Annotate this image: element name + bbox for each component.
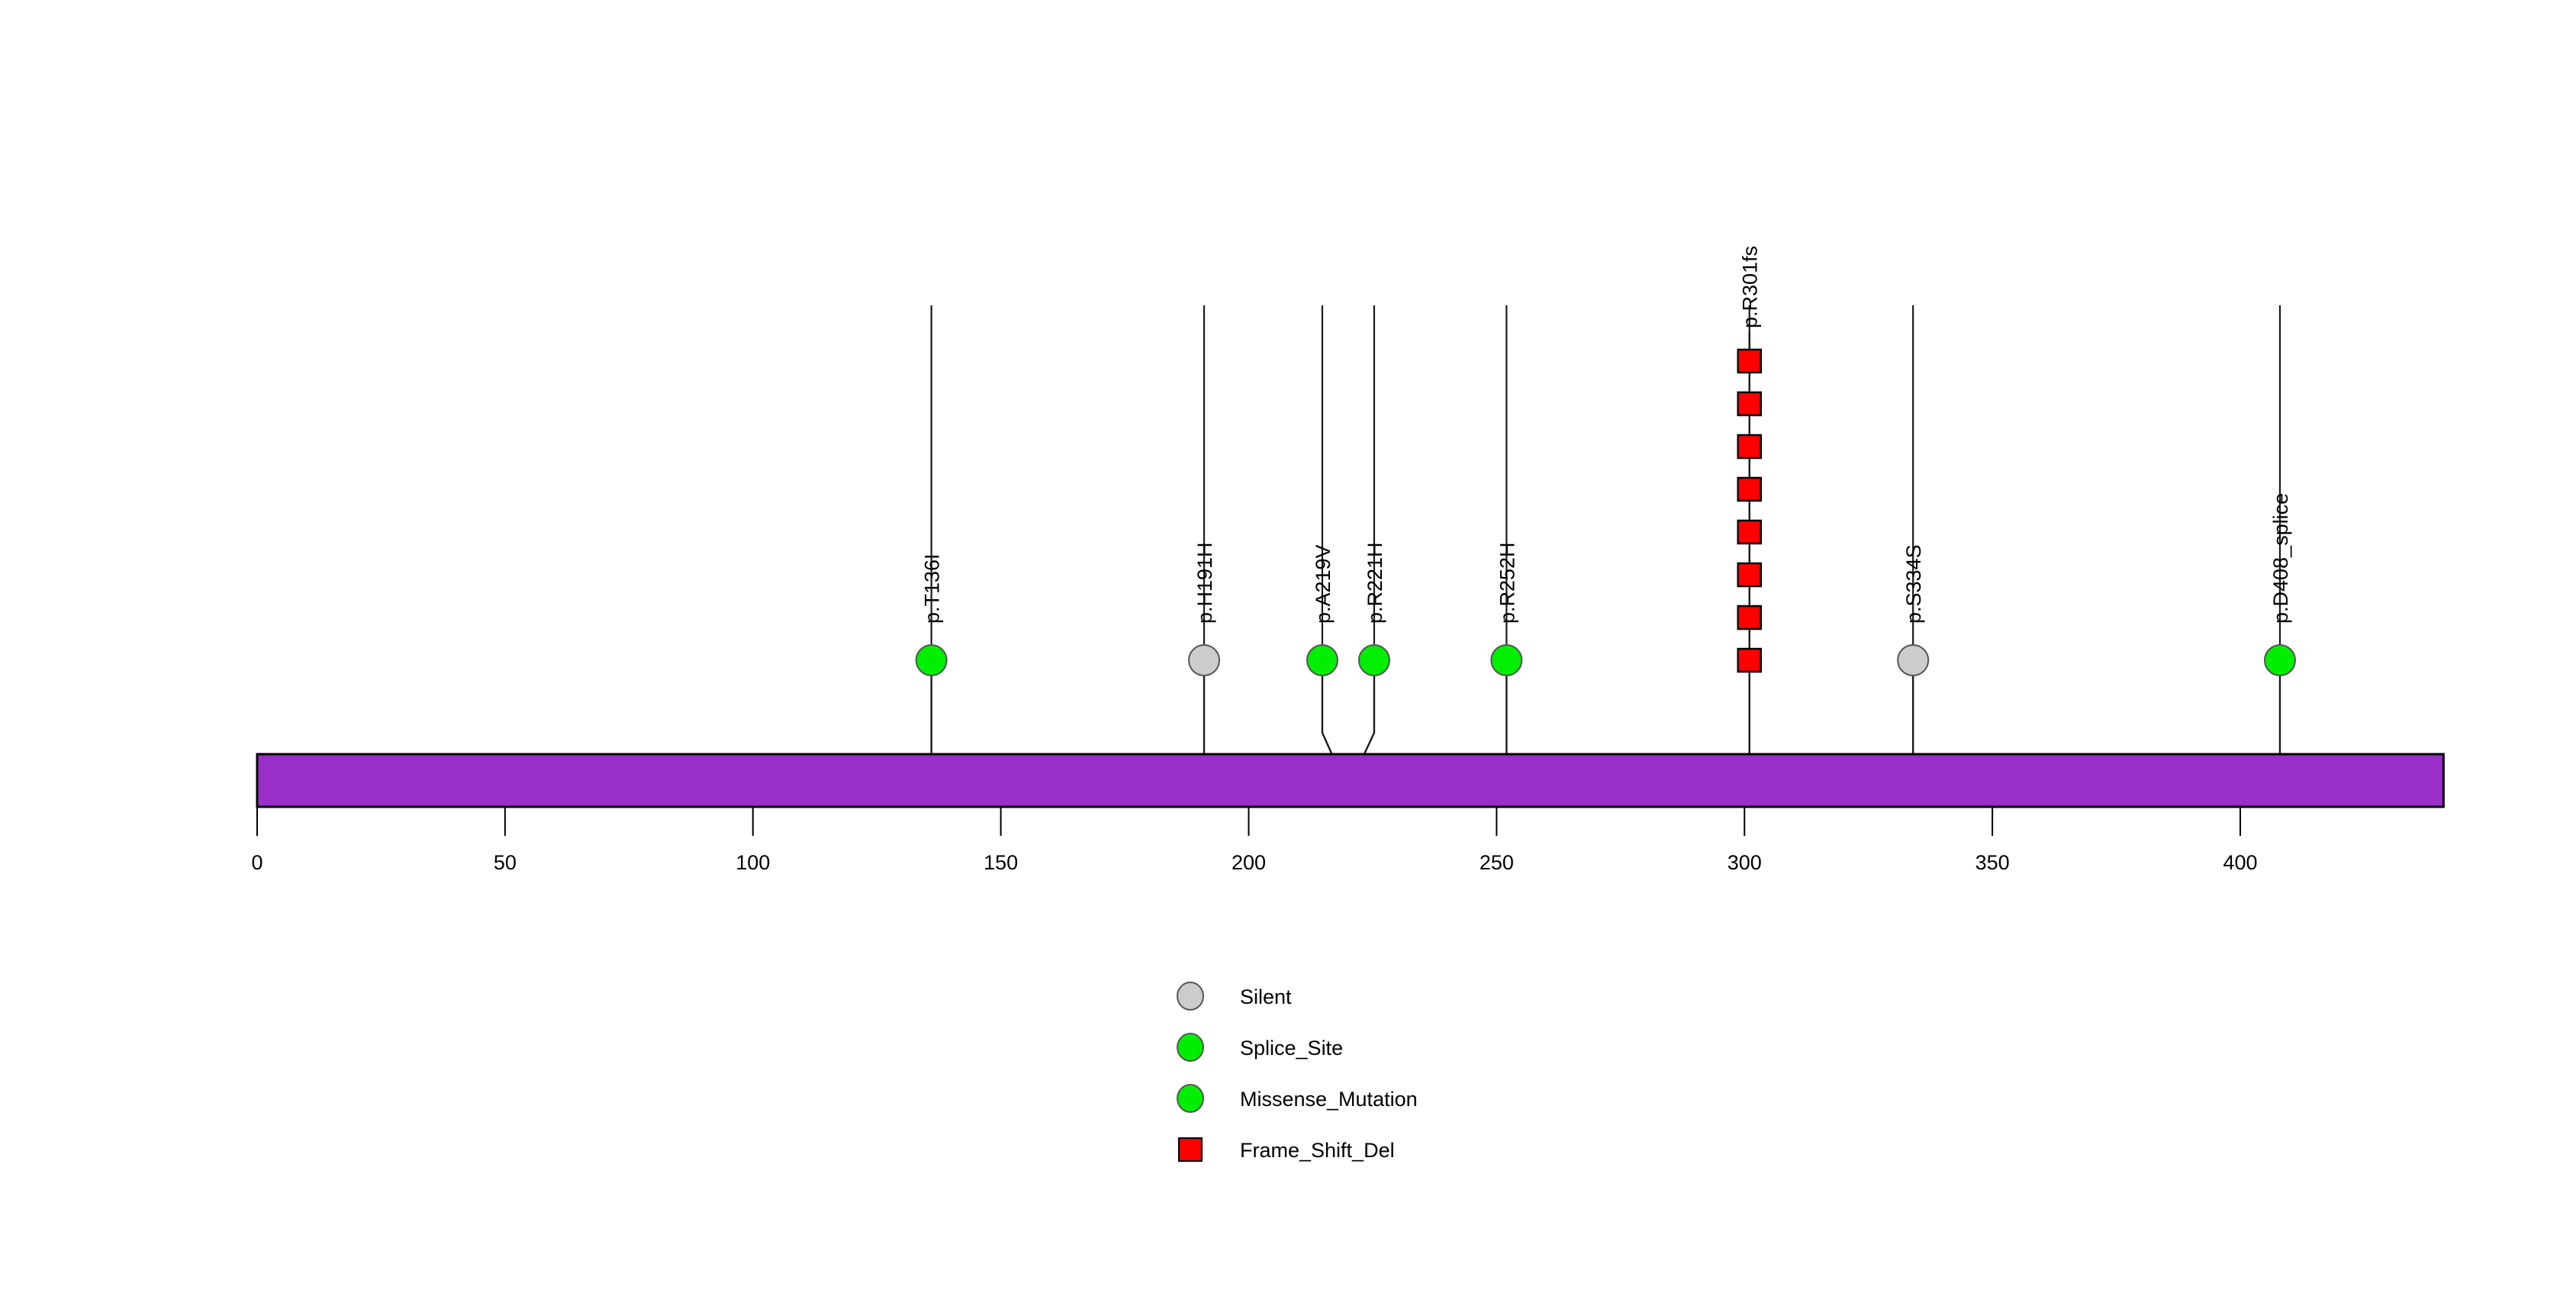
legend-layer: SilentSplice_SiteMissense_MutationFrame_… [1177,982,1418,1162]
mutation-label: p.D408_splice [2269,493,2292,624]
x-axis-tick-label: 100 [736,851,770,874]
legend-label: Frame_Shift_Del [1240,1139,1395,1162]
mutation-labels-layer: p.T136I p.H191H p.A219V p.R221H p.R252H p.R30… [921,246,2292,624]
mutation-marker-group[interactable] [1897,644,1930,676]
mutation-marker-group[interactable] [2263,644,2296,676]
protein-bar-layer [256,753,2445,808]
legend-swatch-circle [1177,982,1204,1011]
legend-label: Missense_Mutation [1240,1088,1418,1111]
mutation-marker-square[interactable] [1737,391,1762,417]
mutation-label: p.A219V [1312,544,1335,624]
x-axis-layer: 0 50 100 150 200 250 300 350 400 [251,806,2444,874]
mutation-marker-group[interactable] [1188,644,1221,676]
mutation-marker-circle[interactable] [915,644,948,676]
legend-item[interactable]: Frame_Shift_Del [1178,1137,1395,1162]
x-axis-tick-label: 300 [1728,851,1762,874]
mutation-marker-circle[interactable] [1306,644,1338,676]
legend-item[interactable]: Missense_Mutation [1177,1084,1418,1113]
mutation-marker-square[interactable] [1737,476,1762,502]
x-axis-tick-label: 400 [2223,851,2257,874]
mutation-label: p.S334S [1902,544,1925,624]
mutation-marker-square[interactable] [1737,519,1762,545]
legend-item[interactable]: Splice_Site [1177,1033,1343,1062]
mutation-marker-circle[interactable] [1188,644,1221,676]
mutation-label: p.R301fs [1739,246,1762,328]
legend-swatch-circle [1177,1084,1204,1113]
mutation-marker-circle[interactable] [1357,644,1390,676]
mutation-marker-square[interactable] [1737,348,1762,374]
protein-backbone-bar [256,753,2445,808]
legend-label: Silent [1240,985,1292,1008]
mutation-markers-layer [915,348,2296,676]
mutation-marker-group[interactable] [1737,348,1762,673]
x-axis-tick-label: 200 [1232,851,1266,874]
mutation-marker-group[interactable] [1306,644,1338,676]
mutation-marker-group[interactable] [915,644,948,676]
mutation-marker-square[interactable] [1737,605,1762,630]
mutation-marker-square[interactable] [1737,562,1762,588]
legend-swatch-square [1178,1137,1203,1162]
mutation-marker-group[interactable] [1490,644,1523,676]
legend-label: Splice_Site [1240,1037,1343,1059]
x-axis-tick-label: 250 [1480,851,1514,874]
legend-swatch-circle [1177,1033,1204,1062]
mutation-label: p.R252H [1496,542,1518,624]
mutation-marker-square[interactable] [1737,434,1762,460]
legend-item[interactable]: Silent [1177,982,1292,1011]
x-axis-tick-label: 0 [251,851,262,874]
x-axis-tick-label: 50 [494,851,517,874]
mutation-label: p.R221H [1364,542,1386,624]
mutation-marker-circle[interactable] [2263,644,2296,676]
mutation-label: p.T136I [921,553,944,624]
x-axis-tick-label: 150 [984,851,1018,874]
mutation-label: p.H191H [1193,542,1216,624]
mutation-marker-circle[interactable] [1490,644,1523,676]
mutation-marker-circle[interactable] [1897,644,1930,676]
mutation-marker-group[interactable] [1357,644,1390,676]
mutation-marker-square[interactable] [1737,647,1762,673]
x-axis-tick-label: 350 [1975,851,2010,874]
